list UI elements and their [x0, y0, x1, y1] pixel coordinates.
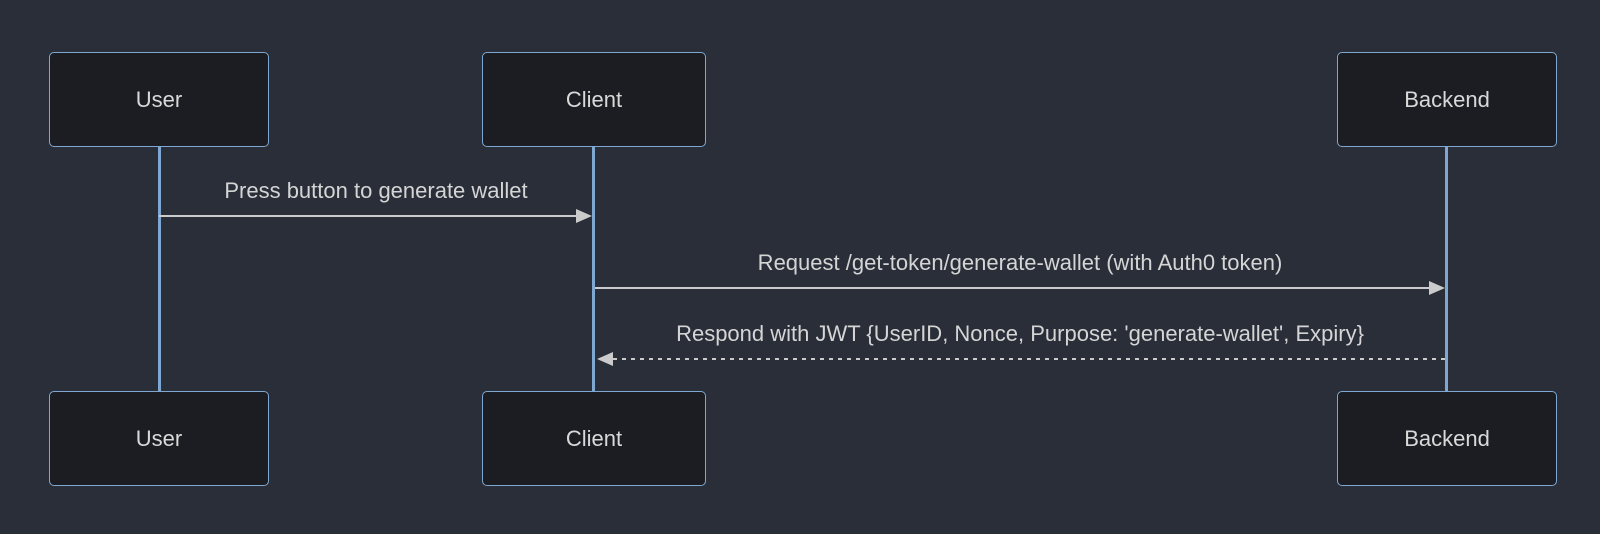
arrowhead-left-icon [597, 352, 613, 366]
lifeline-backend [1445, 147, 1448, 391]
lifeline-client [592, 147, 595, 391]
message-line-press-button [159, 215, 580, 217]
actor-box-client-bottom: Client [482, 391, 706, 486]
message-label-respond-jwt: Respond with JWT {UserID, Nonce, Purpose… [676, 321, 1364, 346]
actor-box-user-top: User [49, 52, 269, 147]
actor-label-backend: Backend [1404, 86, 1490, 112]
arrowhead-right-icon [1429, 281, 1445, 295]
message-label-request-token: Request /get-token/generate-wallet (with… [757, 250, 1283, 275]
actor-box-user-bottom: User [49, 391, 269, 486]
arrowhead-right-icon [576, 209, 592, 223]
actor-box-client-top: Client [482, 52, 706, 147]
actor-box-backend-bottom: Backend [1337, 391, 1557, 486]
lifeline-user [158, 147, 161, 391]
message-line-request-token [595, 287, 1431, 289]
actor-label-client: Client [565, 86, 623, 112]
actor-label-backend: Backend [1404, 425, 1490, 451]
message-label-press-button: Press button to generate wallet [224, 178, 528, 203]
actor-label-user: User [135, 425, 183, 451]
actor-box-backend-top: Backend [1337, 52, 1557, 147]
actor-label-user: User [135, 86, 183, 112]
actor-label-client: Client [565, 425, 623, 451]
message-line-respond-jwt [613, 358, 1446, 360]
